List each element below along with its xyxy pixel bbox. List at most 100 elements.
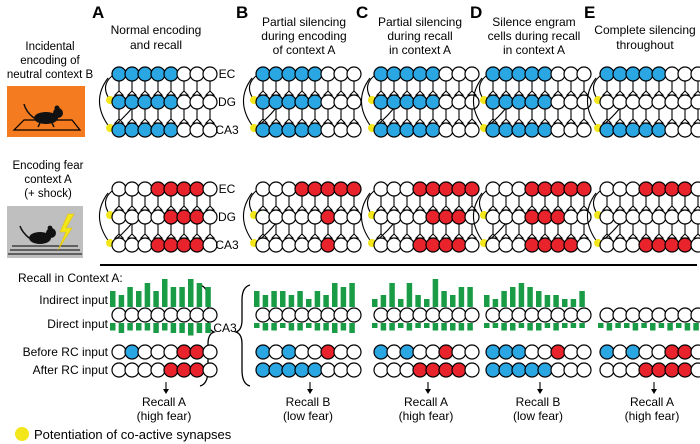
context-a-ec-row-synapse-terminal: [375, 205, 387, 211]
context-b-ca3-row-cell: [268, 122, 284, 138]
direct-input-bar: [492, 323, 499, 328]
panel-headers: A B C D E Normal encoding and recall Par…: [92, 3, 696, 57]
context-b-ca3-row: [111, 122, 218, 138]
recall-input-row-cell: [451, 307, 467, 323]
after-rc-row-cell: [281, 362, 297, 378]
context-a-ca3-row-cell: [346, 237, 362, 253]
context-a-dg-row-cell: [576, 209, 592, 225]
context-a-line-2: context A: [24, 174, 72, 186]
context-b-ec-row: [485, 66, 592, 96]
panel-d: Recall B(low fear): [472, 66, 592, 423]
context-a-dg-row-cell: [137, 209, 153, 225]
context-a-dg-row-cell: [412, 209, 428, 225]
after-rc-row-cell: [550, 362, 566, 378]
after-rc-row-cell: [537, 362, 553, 378]
before-rc-row-cell: [281, 344, 297, 360]
context-a-dg-row: [485, 209, 592, 239]
context-a-line-3: (+ shock): [24, 188, 72, 200]
after-rc-row-cell: [255, 362, 271, 378]
context-a-dg-row-cell: [677, 209, 693, 225]
direct-input-bars: [254, 323, 355, 333]
context-a-ec-row-cell: [294, 181, 310, 197]
direct-input-bar: [650, 323, 656, 331]
context-b-ec-row-cell: [202, 66, 218, 82]
context-a-ec-row-cell: [150, 181, 166, 197]
context-a-dg-row-synapse-terminal: [578, 233, 590, 239]
context-b-ca3-row-cell: [498, 122, 514, 138]
panel-d-title-3: in context A: [503, 43, 565, 57]
context-b-dg-row-cell: [498, 94, 514, 110]
context-a-ec-row-cell: [677, 181, 693, 197]
before-rc-row-cell: [294, 344, 310, 360]
context-a-ec-row-synapse-terminal: [204, 205, 216, 211]
context-a-dg-row-synapse-terminal: [322, 233, 334, 239]
context-a-ca3-row-cell: [612, 237, 628, 253]
context-b-ca3-row-cell: [464, 122, 480, 138]
context-a-ca3-row-cell: [511, 237, 527, 253]
indirect-input-bar: [262, 295, 269, 307]
context-a-ec-row-synapse-terminal: [453, 205, 465, 211]
context-a-ec-row-cell: [268, 181, 284, 197]
indirect-input-bar: [332, 283, 338, 307]
recall-input-row-cell: [373, 307, 389, 323]
context-a-ca3-row-cell: [537, 237, 553, 253]
context-b-dg-row-cell: [163, 94, 179, 110]
indirect-input-bar: [110, 291, 116, 307]
context-a-ec-row-synapse-terminal: [539, 205, 551, 211]
context-a-dg-row-synapse-terminal: [679, 233, 691, 239]
before-rc-row-cell: [333, 344, 349, 360]
context-a-ec-row-cell: [333, 181, 349, 197]
before-rc-row-cell: [550, 344, 566, 360]
context-b-ec-row-cell: [451, 66, 467, 82]
context-b-dg-row-cell: [268, 94, 284, 110]
context-a-dg-row-cell: [550, 209, 566, 225]
after-rc-row-cell: [464, 362, 480, 378]
context-a-ec-row-synapse-terminal: [178, 205, 190, 211]
recall-input-row-cell: [320, 307, 336, 323]
context-a-ec-row-cell: [111, 181, 127, 197]
context-b-ec-row-cell: [550, 66, 566, 82]
direct-input-bar: [254, 323, 260, 328]
context-b-dg-row-cell: [111, 94, 127, 110]
direct-input-bar: [441, 323, 447, 331]
direct-input-bar: [536, 323, 542, 331]
context-b-ec-row-cell: [386, 66, 402, 82]
context-a-dg-row-synapse-terminal: [270, 233, 282, 239]
recall-input-row-cell: [625, 307, 641, 323]
context-a-ca3-row-cell: [307, 237, 323, 253]
context-a-ec-row-cell: [346, 181, 362, 197]
direct-input-bar: [144, 323, 151, 331]
context-a-ec-row-synapse-terminal: [191, 205, 203, 211]
recall-outcome: Recall A: [630, 395, 674, 409]
context-a-ec-row-cell: [202, 181, 218, 197]
direct-input-bar: [136, 323, 142, 331]
recall-input-row: [485, 307, 592, 323]
recall-outcome: Recall B: [286, 395, 331, 409]
recall-input-row-cell: [599, 307, 615, 323]
recall-input-row-cell: [524, 307, 540, 323]
context-b-ec-row-cell: [664, 66, 680, 82]
recall-input-row-cell: [638, 307, 654, 323]
direct-input-bar: [205, 323, 211, 333]
context-a-ca3-row-cell: [137, 237, 153, 253]
context-b-dg-row-cell: [576, 94, 592, 110]
before-rc-row-cell: [651, 344, 667, 360]
context-a-ec-row: [485, 181, 592, 211]
direct-input-bars: [372, 323, 473, 331]
after-rc-row-cell: [307, 362, 323, 378]
context-b-ca3-row-cell: [373, 122, 389, 138]
indirect-input-bar: [553, 295, 559, 307]
recall-fear-level: (low fear): [513, 409, 563, 423]
context-a-dg-row: [111, 209, 218, 239]
context-a-ca3-row-cell: [451, 237, 467, 253]
after-rc-row-cell: [333, 362, 349, 378]
context-a-dg-row-cell: [612, 209, 628, 225]
recall-input-row: [599, 307, 700, 323]
context-a-ec-row-cell: [550, 181, 566, 197]
before-rc-row-cell: [464, 344, 480, 360]
context-a-ec-row-synapse-terminal: [552, 205, 564, 211]
context-b-ca3-row: [599, 122, 700, 138]
recall-input-row: [373, 307, 480, 323]
indirect-input-bar: [467, 287, 473, 307]
context-b-ca3-row-cell: [307, 122, 323, 138]
